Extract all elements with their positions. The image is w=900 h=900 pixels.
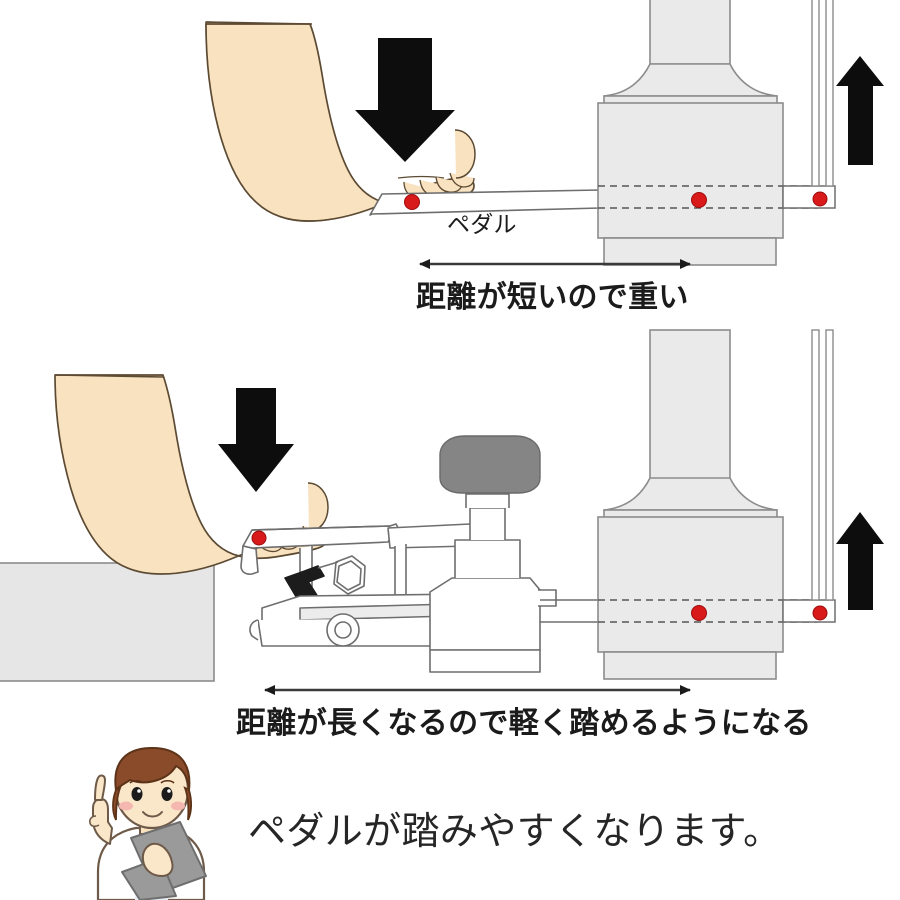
press-arrow-down-bottom [218,388,294,492]
machine-bottom [597,329,836,680]
scene-before [205,0,884,269]
adjust-knob [439,435,541,494]
mascot-instructor [89,747,207,900]
caption-distance-short: 距離が短いので重い [416,281,689,314]
pedal-extender-device [240,435,600,673]
caption-summary: ペダルが踏みやすくなります。 [248,811,782,853]
pedal-label: ペダル [447,211,517,237]
press-arrow-down-top [355,38,455,162]
floor-step-box [0,562,215,682]
needle-arrow-up-bottom [836,512,884,610]
machine-top [597,0,836,266]
scene-after [0,329,884,695]
caption-distance-long: 距離が長くなるので軽く踏めるようになる [236,707,812,740]
needle-arrow-up-top [836,56,884,165]
